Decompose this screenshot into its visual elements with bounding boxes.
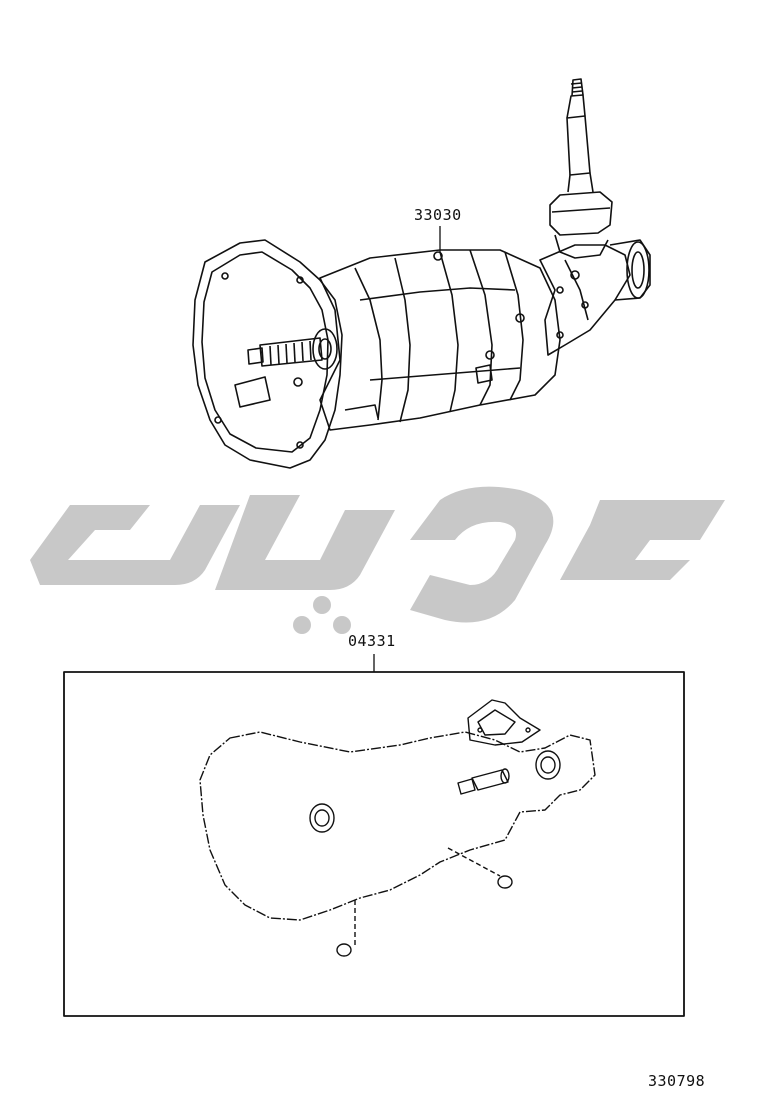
watermark-logo (30, 486, 725, 634)
top-cover-gasket (467, 699, 541, 746)
gasket-kit-illustration (63, 654, 685, 1017)
washer-left (336, 943, 352, 957)
output-flange (609, 239, 651, 301)
bell-housing (192, 239, 343, 469)
washer-right (497, 875, 513, 889)
case-gasket-outline (199, 731, 596, 921)
part-number-04331: 04331 (348, 632, 396, 650)
gasket-kit-box (63, 671, 685, 1017)
label-plate (234, 376, 271, 408)
rear-oil-seal (535, 750, 561, 780)
main-case (319, 249, 561, 431)
transmission-illustration (192, 78, 651, 469)
shift-lever (549, 78, 613, 259)
figure-number: 330798 (648, 1072, 706, 1090)
input-shaft (247, 328, 338, 370)
drain-plug (457, 768, 510, 795)
extension-housing (539, 244, 631, 356)
front-oil-seal (309, 803, 335, 833)
part-number-33030: 33030 (414, 206, 462, 224)
